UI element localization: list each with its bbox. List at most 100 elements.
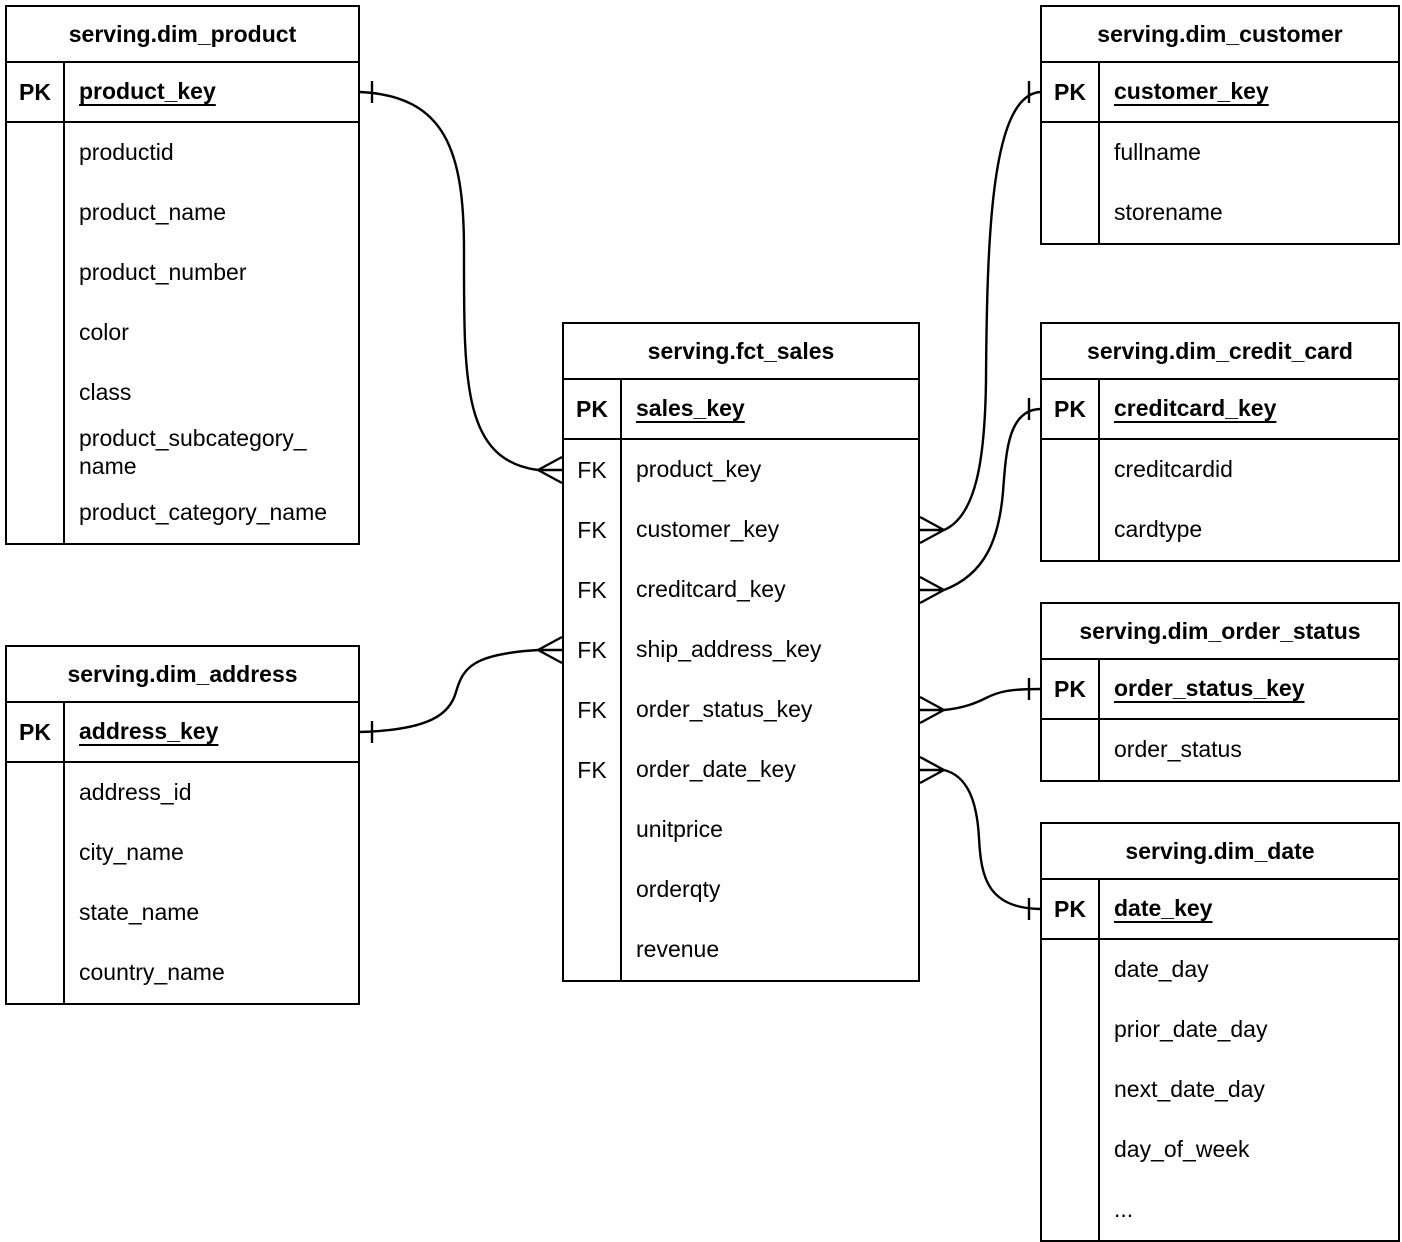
field-row: FK ship_address_key [564,620,918,680]
field-name: order_status_key [636,696,813,723]
field-name: orderqty [636,876,721,903]
relationship-customer [919,81,1041,545]
pk-field: sales_key [636,395,745,422]
key-cell [564,800,622,860]
key-cell [1042,1180,1100,1240]
field-row: cardtype [1042,500,1398,560]
field-name: state_name [79,899,200,926]
key-cell [1042,940,1100,1000]
field-name: unitprice [636,816,723,843]
key-cell [7,763,65,823]
field-name: order_status [1114,736,1242,763]
field-name: day_of_week [1114,1136,1250,1163]
relationship-ship-address [359,635,563,743]
fk-badge: FK [564,440,622,500]
pk-row: PK order_status_key [1042,660,1398,720]
fk-badge: FK [564,740,622,800]
field-name: ship_address_key [636,636,822,663]
field-row: date_day [1042,940,1398,1000]
field-row: next_date_day [1042,1060,1398,1120]
pk-field: address_key [79,718,219,745]
pk-row: PK address_key [7,703,358,763]
field-row: order_status [1042,720,1398,780]
fk-badge: FK [564,560,622,620]
pk-field: order_status_key [1114,675,1305,702]
entity-dim-customer: serving.dim_customer PK customer_key ful… [1040,5,1400,245]
relationship-creditcard [919,398,1041,605]
field-name: prior_date_day [1114,1016,1268,1043]
fk-badge: FK [564,500,622,560]
key-cell [564,860,622,920]
field-row: address_id [7,763,358,823]
field-row: revenue [564,920,918,980]
pk-field: customer_key [1114,78,1269,105]
field-row: FK product_key [564,440,918,500]
field-row: state_name [7,883,358,943]
key-cell [7,423,65,483]
field-row: city_name [7,823,358,883]
key-cell [7,943,65,1003]
field-row: orderqty [564,860,918,920]
field-row: product_category_name [7,483,358,543]
pk-row: PK creditcard_key [1042,380,1398,440]
field-name: fullname [1114,139,1201,166]
field-name: class [79,379,132,406]
field-name: storename [1114,199,1223,226]
field-row: unitprice [564,800,918,860]
field-name: revenue [636,936,720,963]
field-row: prior_date_day [1042,1000,1398,1060]
field-row: FK creditcard_key [564,560,918,620]
key-cell [7,823,65,883]
fk-badge: FK [564,620,622,680]
key-cell [7,303,65,363]
field-name: ... [1114,1196,1134,1223]
key-cell [564,920,622,980]
field-row: class [7,363,358,423]
relationship-product [359,81,563,485]
key-cell [1042,440,1100,500]
key-cell [1042,1120,1100,1180]
field-row: FK customer_key [564,500,918,560]
field-row: country_name [7,943,358,1003]
entity-title: serving.dim_customer [1042,7,1398,63]
pk-badge: PK [1042,880,1100,938]
key-cell [7,183,65,243]
field-name: product_key [636,456,762,483]
relationship-order-status [919,678,1041,725]
field-name: country_name [79,959,225,986]
pk-badge: PK [564,380,622,438]
field-row: creditcardid [1042,440,1398,500]
field-name: next_date_day [1114,1076,1265,1103]
pk-badge: PK [1042,660,1100,718]
key-cell [1042,1060,1100,1120]
pk-badge: PK [1042,63,1100,121]
field-row: product_name [7,183,358,243]
field-name: product_category_name [79,499,328,526]
pk-field: date_key [1114,895,1213,922]
entity-dim-credit-card: serving.dim_credit_card PK creditcard_ke… [1040,322,1400,562]
field-name: address_id [79,779,192,806]
key-cell [1042,183,1100,243]
entity-title: serving.dim_product [7,7,358,63]
field-row: fullname [1042,123,1398,183]
field-name: order_date_key [636,756,796,783]
key-cell [1042,720,1100,780]
field-row: FK order_date_key [564,740,918,800]
entity-dim-date: serving.dim_date PK date_key date_day pr… [1040,822,1400,1242]
entity-title: serving.dim_order_status [1042,604,1398,660]
field-name: creditcard_key [636,576,786,603]
field-name: color [79,319,129,346]
pk-row: PK sales_key [564,380,918,440]
key-cell [7,883,65,943]
field-name: date_day [1114,956,1209,983]
key-cell [7,243,65,303]
field-name: product_name [79,199,227,226]
field-name: customer_key [636,516,780,543]
field-name: creditcardid [1114,456,1233,483]
key-cell [7,123,65,183]
field-row: ... [1042,1180,1398,1240]
field-row: day_of_week [1042,1120,1398,1180]
pk-badge: PK [7,63,65,121]
